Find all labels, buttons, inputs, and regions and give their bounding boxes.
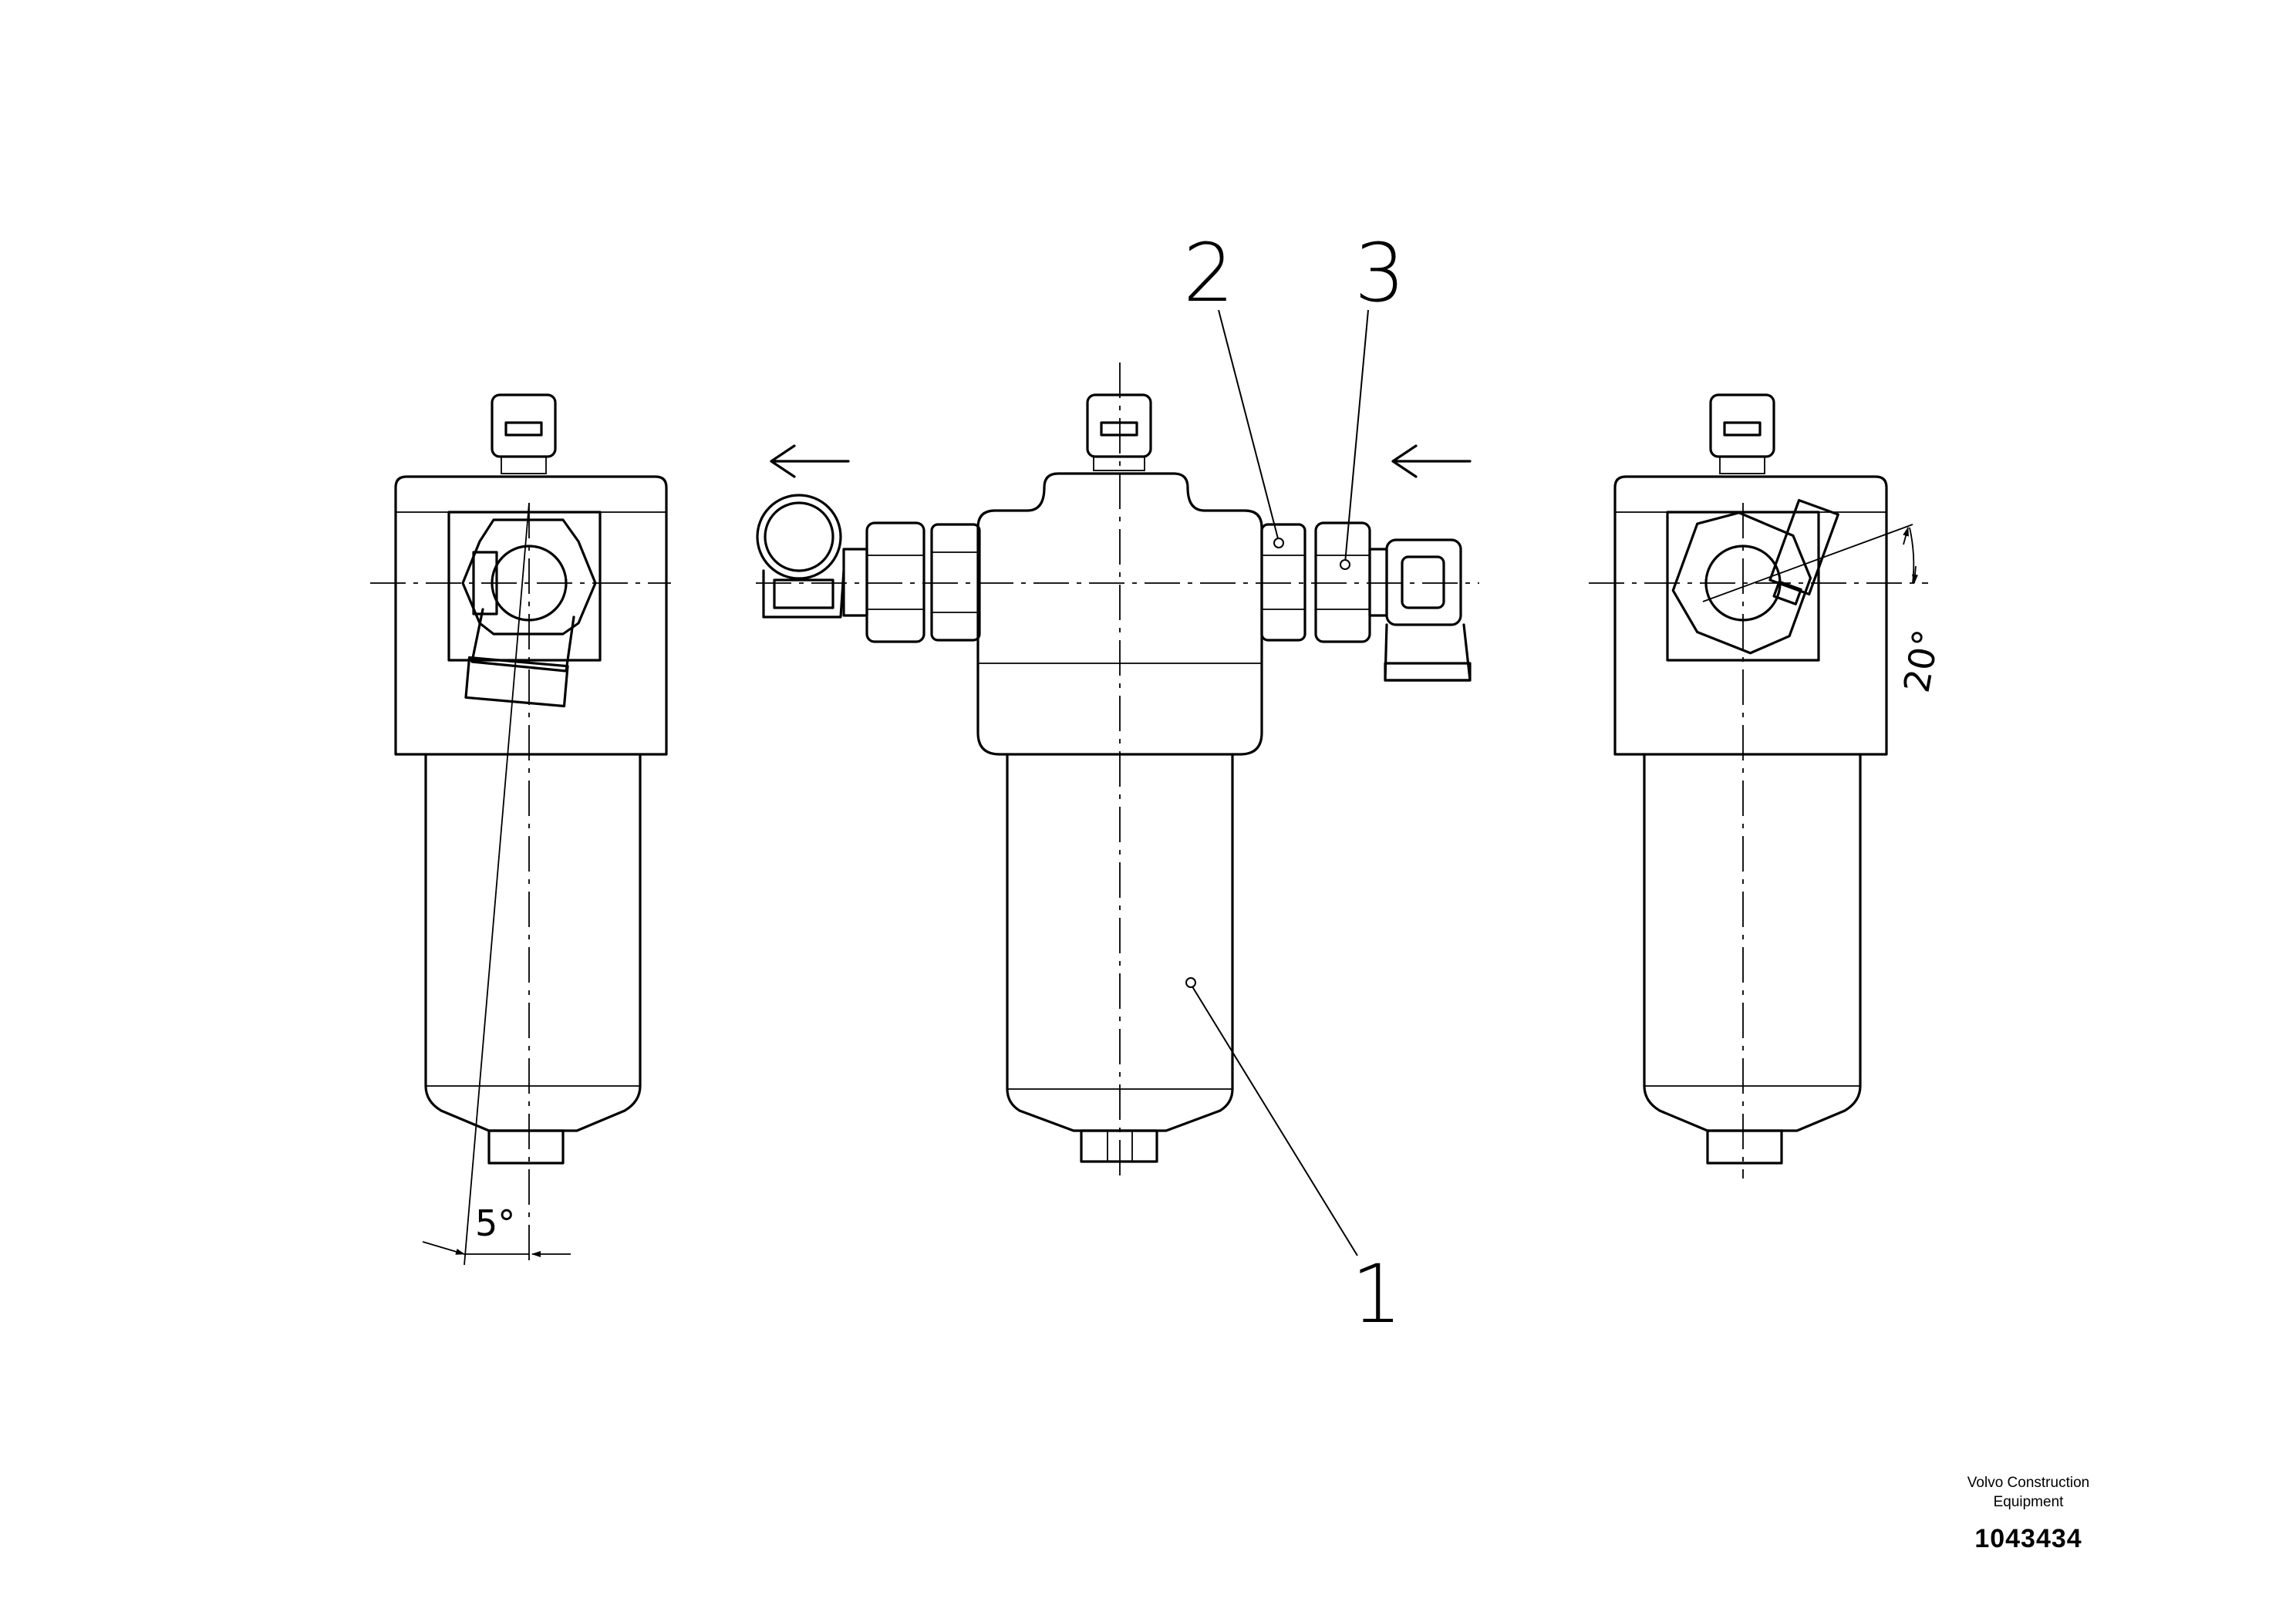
callout-1: 1 — [1351, 1247, 1401, 1341]
drawing-number: 1043434 — [1974, 1524, 2082, 1553]
brand-line-1: Volvo Construction — [1967, 1475, 2090, 1491]
brand-block: Volvo Construction Equipment 1043434 — [1913, 1473, 2144, 1554]
leader-lines — [1185, 309, 1369, 1256]
dimension-5-deg: 5° — [475, 1202, 515, 1244]
dimension-20-deg: 20° — [1896, 626, 1947, 696]
right-filter-view — [1589, 393, 1928, 1179]
callout-2: 2 — [1183, 226, 1232, 320]
brand-line-2: Equipment — [1993, 1494, 2064, 1510]
center-filter-view — [756, 363, 1479, 1179]
callout-3: 3 — [1354, 226, 1404, 320]
left-filter-view — [370, 393, 671, 1266]
